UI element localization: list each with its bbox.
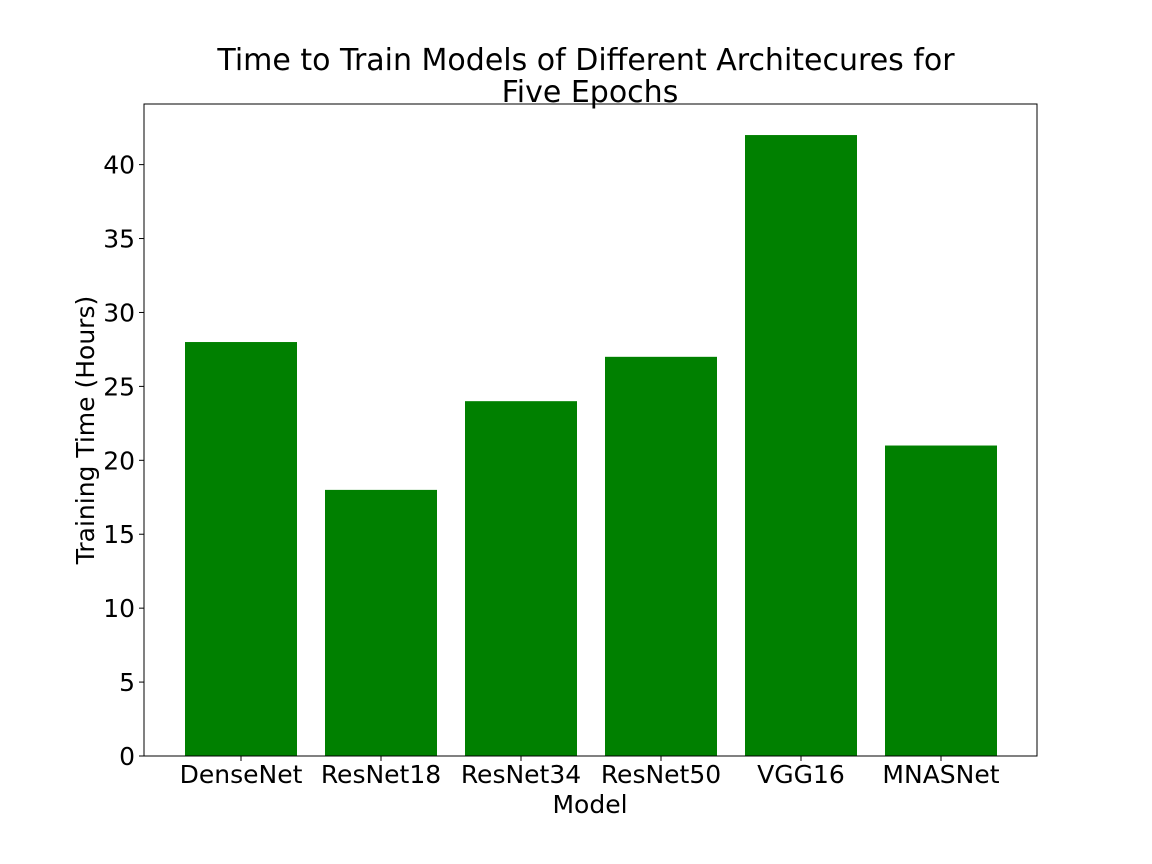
x-tick-label: ResNet18 [321,760,441,789]
x-tick-label: MNASNet [882,760,999,789]
bar-resnet50 [605,356,717,756]
bar-densenet [185,342,297,756]
y-tick-label: 20 [103,446,135,475]
plot-area-frame [143,103,1038,757]
bar-resnet34 [465,401,577,756]
bars [185,135,997,757]
y-axis-label: Training Time (Hours) [71,296,100,565]
x-axis-label: Model [552,790,627,819]
x-axis-ticks: DenseNet ResNet18 ResNet34 ResNet50 VGG16 MNA… [180,756,1000,789]
y-tick-label: 30 [103,298,135,327]
y-axis-ticks: 0 5 10 15 20 25 30 35 40 [103,151,144,771]
y-tick-label: 15 [103,520,135,549]
y-tick-label: 10 [103,594,135,623]
x-tick-label: VGG16 [757,760,845,789]
bar-resnet18 [325,489,437,756]
x-tick-label: DenseNet [180,760,303,789]
bar-mnasnet [885,445,997,756]
y-tick-label: 35 [103,225,135,254]
x-tick-label: ResNet50 [601,760,721,789]
y-tick-label: 5 [119,668,135,697]
y-tick-label: 40 [103,151,135,180]
chart-title: Time to Train Models of Different Archit… [216,43,955,110]
bar-vgg16 [745,135,857,757]
chart-title-line-1: Time to Train Models of Different Archit… [216,43,955,78]
x-tick-label: ResNet34 [461,760,581,789]
y-tick-label: 25 [103,372,135,401]
chart-title-line-2: Five Epochs [502,75,679,110]
y-tick-label: 0 [119,742,135,771]
